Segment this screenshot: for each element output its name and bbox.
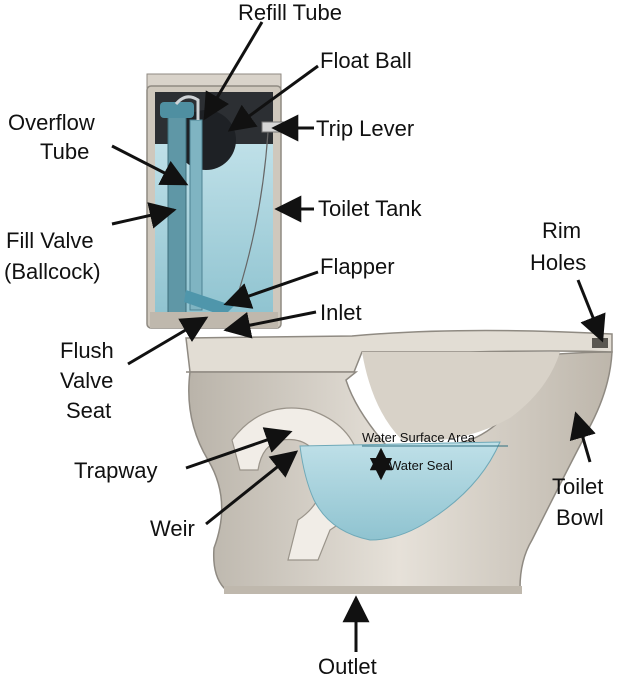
arrow-toilet-bowl: [569, 411, 596, 463]
arrow-overflow-tube: [111, 144, 189, 186]
label-flapper: Flapper: [320, 254, 395, 279]
arrow-inlet: [223, 310, 317, 339]
label-toilet-bowl-line2: Bowl: [556, 505, 604, 530]
bowl-water: [299, 441, 501, 541]
label-water-surface-area: Water Surface Area: [362, 430, 475, 445]
label-toilet-bowl-line1: Toilet: [552, 474, 604, 499]
lift-chain: [235, 131, 269, 301]
label-flush-valve-seat-line2: Valve: [60, 368, 114, 393]
label-rim-holes-line2: Holes: [530, 250, 587, 275]
arrow-weir: [205, 450, 299, 526]
fill-valve-top: [160, 102, 194, 118]
label-trip-lever: Trip Lever: [316, 116, 415, 141]
tank-base: [150, 312, 278, 328]
label-refill-tube: Refill Tube: [238, 0, 342, 25]
label-overflow-tube-line1: Overflow: [8, 110, 95, 135]
label-weir: Weir: [150, 516, 195, 541]
arrow-trapway: [185, 427, 293, 470]
label-fill-valve-line1: Fill Valve: [6, 228, 94, 253]
arrow-flush-valve-seat: [127, 316, 209, 366]
refill-tube-shape: [174, 95, 200, 120]
overflow-tube: [189, 119, 203, 311]
label-toilet-tank: Toilet Tank: [318, 196, 422, 221]
label-flush-valve-seat-line1: Flush: [60, 338, 114, 363]
label-overflow-tube-line2: Tube: [40, 139, 90, 164]
label-rim-holes-line1: Rim: [542, 218, 582, 243]
bowl-cavity: [362, 352, 560, 442]
arrow-fill-valve: [111, 202, 177, 229]
label-float-ball: Float Ball: [320, 48, 412, 73]
bowl-foot: [224, 586, 522, 594]
bowl-rim: [185, 329, 613, 373]
label-fill-valve-line2: (Ballcock): [4, 259, 101, 284]
arrow-rim-holes: [576, 279, 606, 343]
flapper-shape: [184, 290, 234, 316]
label-outlet: Outlet: [318, 654, 377, 679]
label-inlet: Inlet: [320, 300, 362, 325]
arrow-float-ball: [227, 64, 319, 132]
rim-hole-shape: [592, 338, 608, 348]
arrow-refill-tube: [203, 21, 264, 121]
label-water-seal: Water Seal: [389, 458, 453, 473]
fill-valve: [167, 109, 187, 316]
label-flush-valve-seat-line3: Seat: [66, 398, 112, 423]
callout-arrows: [111, 21, 606, 652]
label-trapway: Trapway: [74, 458, 158, 483]
arrow-flapper: [223, 270, 319, 309]
